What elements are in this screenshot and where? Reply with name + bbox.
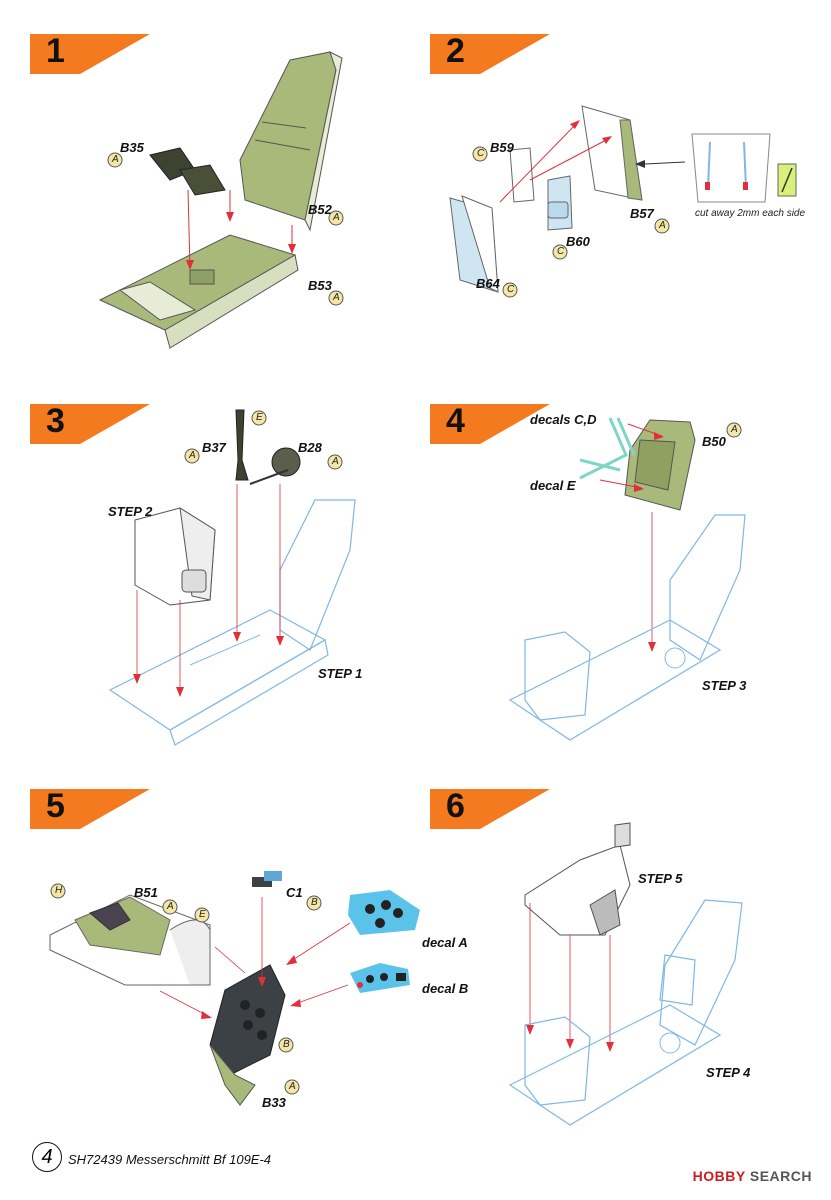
label-b33: B33: [262, 1095, 286, 1110]
badge-a: A: [731, 424, 738, 435]
step-flag: 6: [430, 785, 550, 829]
label-step-4: STEP 4: [706, 1065, 751, 1080]
page-number: 4: [32, 1142, 62, 1172]
step-number: 5: [46, 787, 65, 825]
step-3-drawing: [108, 409, 356, 746]
label-b53: B53: [308, 278, 332, 293]
label-b52: B52: [308, 202, 332, 217]
step-6-drawing: [508, 822, 743, 1126]
badge-b: B: [283, 1039, 290, 1050]
label-b57: B57: [630, 206, 654, 221]
watermark-logo: HOBBY SEARCH: [693, 1168, 812, 1184]
badge-e: E: [256, 412, 263, 423]
step-3: 3 B37 B28 STEP 2 STEP 1 A E A: [30, 400, 445, 780]
step-2-drawing: [449, 105, 797, 298]
label-step-1: STEP 1: [318, 666, 363, 681]
cut-away-note: cut away 2mm each side: [695, 208, 806, 219]
label-b60: B60: [566, 234, 590, 249]
label-decal-b: decal B: [422, 981, 469, 996]
label-step-2: STEP 2: [108, 504, 153, 519]
step-5-drawing: [49, 871, 420, 1106]
badge-a: A: [289, 1081, 296, 1092]
step-flag: 3: [30, 400, 150, 444]
badge-a: A: [167, 901, 174, 912]
step-number: 3: [46, 402, 65, 440]
label-b50: B50: [702, 434, 726, 449]
badge-e: E: [199, 909, 206, 920]
label-step-5: STEP 5: [638, 871, 683, 886]
badge-a: A: [333, 292, 340, 303]
badge-b: B: [311, 897, 318, 908]
badge-a: A: [189, 450, 196, 461]
label-decal-e: decal E: [530, 478, 576, 493]
step-flag: 4: [430, 400, 550, 444]
label-b59: B59: [490, 140, 514, 155]
badge-c: C: [557, 246, 565, 257]
step-1: 1 B35 B52 B53 A A A: [30, 30, 445, 410]
label-b64: B64: [476, 276, 500, 291]
step-number: 6: [446, 787, 465, 825]
kit-title: SH72439 Messerschmitt Bf 109E-4: [68, 1152, 272, 1167]
step-flag: 5: [30, 785, 150, 829]
logo-rest: SEARCH: [745, 1168, 812, 1184]
badge-a: A: [333, 212, 340, 223]
badge-c: C: [507, 284, 515, 295]
step-flag: 1: [30, 30, 150, 74]
label-b51: B51: [134, 885, 158, 900]
badge-a: A: [112, 154, 119, 165]
label-b35: B35: [120, 140, 144, 155]
badge-a: A: [659, 220, 666, 231]
badge-h: H: [55, 885, 63, 896]
badge-a: A: [332, 456, 339, 467]
step-4-drawing: [508, 417, 746, 741]
step-1-drawing: [98, 51, 344, 349]
label-decals-cd: decals C,D: [530, 412, 597, 427]
label-decal-a: decal A: [422, 935, 468, 950]
step-5: 5: [30, 785, 468, 1165]
logo-brand: HOBBY: [692, 1168, 746, 1184]
footer: 4 SH72439 Messerschmitt Bf 109E-4 HOBBY …: [32, 1138, 812, 1184]
step-4: 4 decals C,D decal E B50 STEP 3 A: [430, 400, 831, 780]
step-2: 2 B59 B60 B57 B64 cut away: [430, 30, 831, 410]
label-c1: C1: [286, 885, 303, 900]
label-b28: B28: [298, 440, 322, 455]
badge-c: C: [477, 148, 485, 159]
step-flag: 2: [430, 30, 550, 74]
label-step-3: STEP 3: [702, 678, 747, 693]
step-6: 6 STEP 5 STEP 4: [430, 785, 831, 1165]
step-number: 1: [46, 32, 65, 70]
step-number: 2: [446, 32, 465, 70]
label-b37: B37: [202, 440, 226, 455]
step-number: 4: [446, 402, 465, 440]
